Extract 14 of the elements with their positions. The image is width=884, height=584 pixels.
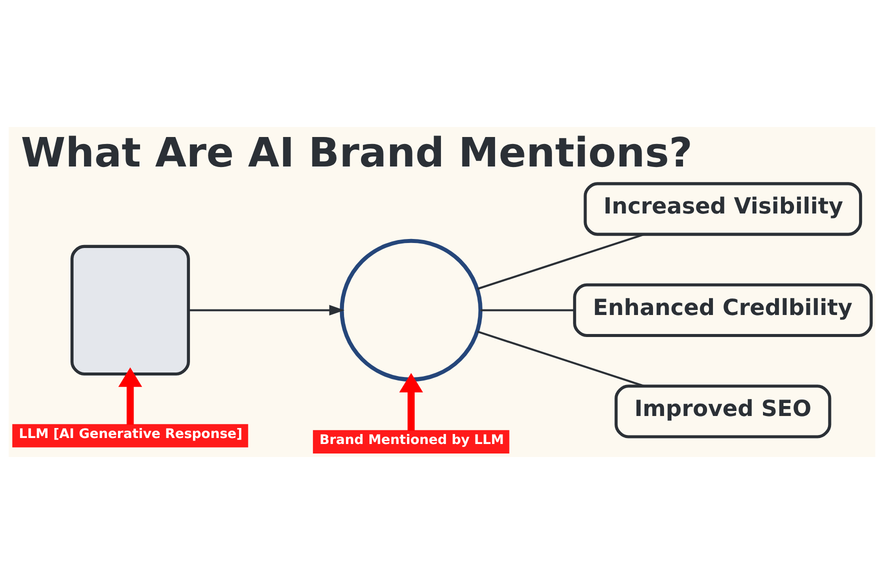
node-circle (340, 238, 482, 382)
arrow (118, 367, 142, 425)
arrow (399, 372, 424, 431)
node-box: LLM [AI Generative Response] (12, 424, 248, 448)
connector (477, 233, 645, 290)
arrow (188, 304, 344, 316)
node-box: Improved SEO (614, 384, 832, 438)
node-box: Increased Visibility (584, 182, 862, 236)
node-box (70, 244, 190, 376)
connector (477, 330, 645, 388)
node-box: Brand Mentioned by LLM (312, 430, 510, 454)
diagram-title: What Are AI Brand Mentions? (20, 128, 693, 176)
node-box: Enhanced Credlbility (573, 283, 873, 338)
connector (480, 309, 574, 312)
